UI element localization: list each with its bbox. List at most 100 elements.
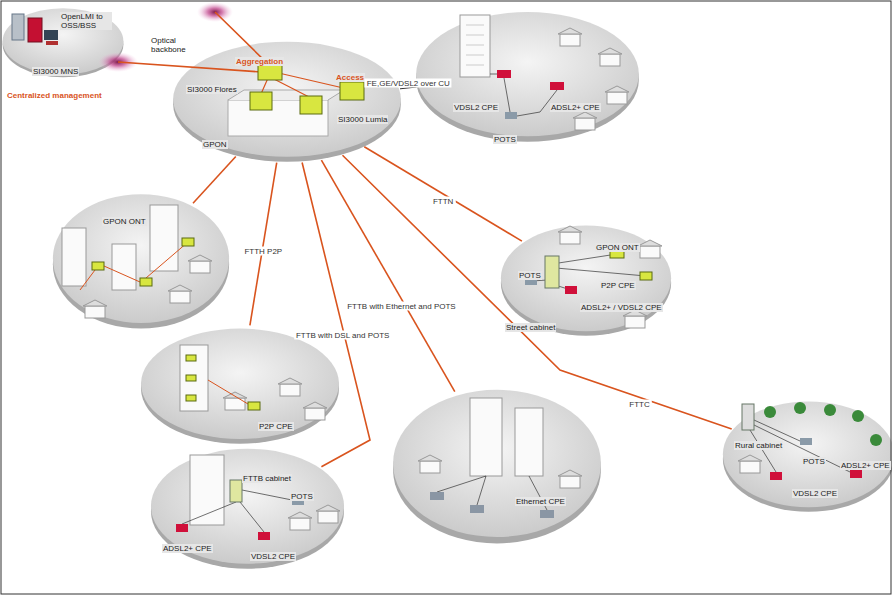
illustration-part (800, 438, 812, 445)
device-label: ADSL2+ / VDSL2 CPE (580, 303, 663, 312)
illustration-part (190, 455, 224, 525)
device-label: VDSL2 CPE (250, 552, 296, 561)
illustration-part (140, 278, 152, 286)
illustration-part (44, 30, 58, 40)
text-anchor: Aggregation (235, 50, 284, 68)
disc-shape (140, 325, 340, 445)
illustration-part (575, 118, 595, 130)
illustration-part (248, 402, 260, 410)
illustration-part (112, 244, 136, 290)
link-label: FTTB with DSL and POTS (294, 331, 392, 340)
disc-shape (392, 385, 602, 545)
device-label: Aggregation (235, 57, 284, 66)
text-anchor: GPON ONT (595, 236, 640, 254)
text-anchor: ADSL2+ CPE (840, 454, 891, 472)
illustration-part (250, 92, 272, 110)
illustration-part (280, 384, 300, 396)
illustration-part (420, 461, 440, 473)
illustration-part (560, 34, 580, 46)
text-anchor: SI3000 MNS (32, 60, 79, 78)
illustration-part (190, 261, 210, 273)
text-anchor: VDSL2 CPE (792, 482, 838, 500)
illustration-part (560, 232, 580, 244)
text-anchor: P2P CPE (600, 274, 636, 292)
illustration-part (28, 18, 42, 42)
illustration-part (550, 82, 564, 90)
device-label: Street cabinet (505, 323, 556, 332)
text-anchor: ADSL2+ / VDSL2 CPE (580, 296, 663, 314)
device-label: Centralized management (6, 91, 103, 100)
illustration-part (258, 532, 270, 540)
illustration-part (540, 510, 554, 518)
illustration-part (92, 262, 104, 270)
text-anchor: FTTB cabinet (242, 467, 292, 485)
text-anchor: GPON (202, 133, 228, 151)
text-anchor: ADSL2+ CPE (550, 96, 601, 114)
device-label: GPON ONT (102, 217, 147, 226)
disc-top (141, 329, 339, 439)
illustration-part (318, 511, 338, 523)
illustration-part (625, 316, 645, 328)
illustration-part (186, 395, 196, 401)
platform-disc: GPON ONT (52, 190, 230, 330)
text-anchor: POTS (518, 264, 542, 282)
device-label: ADSL2+ CPE (162, 544, 213, 553)
illustration-part (764, 406, 776, 418)
link-label: FTTH P2P (242, 247, 284, 256)
link-label: FTTB with Ethernet and POTS (345, 302, 457, 311)
device-label: POTS (493, 135, 517, 144)
illustration-part (62, 228, 86, 286)
illustration-part (305, 408, 325, 420)
device-label: P2P CPE (258, 422, 294, 431)
link-label: FTTN (431, 196, 455, 205)
fiber-link (343, 155, 732, 429)
device-label: OpenLMI to OSS/BSS (60, 12, 112, 30)
disc-top (393, 390, 601, 537)
illustration-part (340, 82, 364, 100)
illustration-part (470, 398, 502, 476)
illustration-part (852, 410, 864, 422)
platform-disc: GPON ONT P2P CPE POTS ADSL2+ / VDSL2 CPE Str… (500, 222, 672, 337)
platform-disc: VDSL2 CPE ADSL2+ CPE POTS (415, 8, 640, 143)
device-label: ADSL2+ CPE (550, 103, 601, 112)
disc-top (416, 12, 639, 136)
illustration-part (740, 461, 760, 473)
illustration-part (290, 518, 310, 530)
illustration-part (186, 375, 196, 381)
illustration-part (186, 355, 196, 361)
text-anchor: VDSL2 CPE (453, 96, 499, 114)
link-label: FTTC (627, 400, 651, 409)
illustration-part (12, 14, 24, 40)
illustration-part (640, 246, 660, 258)
device-label: P2P CPE (600, 281, 636, 290)
device-label: Rural cabinet (734, 441, 783, 450)
device-label: SI3000 Flores (186, 85, 238, 94)
link-label-anchor: FE,GE/VDSL2 over CU (408, 76, 495, 94)
device-label: VDSL2 CPE (453, 103, 499, 112)
device-label: POTS (290, 492, 314, 501)
illustration-part (515, 408, 543, 476)
illustration-part (180, 345, 208, 411)
fiber-link (321, 160, 454, 392)
text-anchor: Ethernet CPE (515, 490, 566, 508)
platform-disc: AggregationAccessSI3000 FloresSI3000 Lum… (172, 38, 402, 163)
link-label-anchor: FTTH P2P (263, 244, 305, 262)
platform-disc: Ethernet CPE (392, 385, 602, 545)
link-line (193, 157, 236, 204)
text-anchor: Street cabinet (505, 316, 556, 334)
disc-top (3, 8, 124, 74)
illustration-part (228, 90, 344, 100)
illustration-part (150, 205, 178, 271)
link-line (321, 160, 454, 392)
fiber-link (193, 157, 236, 204)
disc-top (151, 449, 344, 564)
device-label: POTS (518, 271, 542, 280)
illustration-part (182, 238, 194, 246)
text-anchor: P2P CPE (258, 415, 294, 433)
link-label-anchor: FTTN (443, 194, 467, 212)
illustration-part (607, 92, 627, 104)
illustration-part (497, 70, 511, 78)
